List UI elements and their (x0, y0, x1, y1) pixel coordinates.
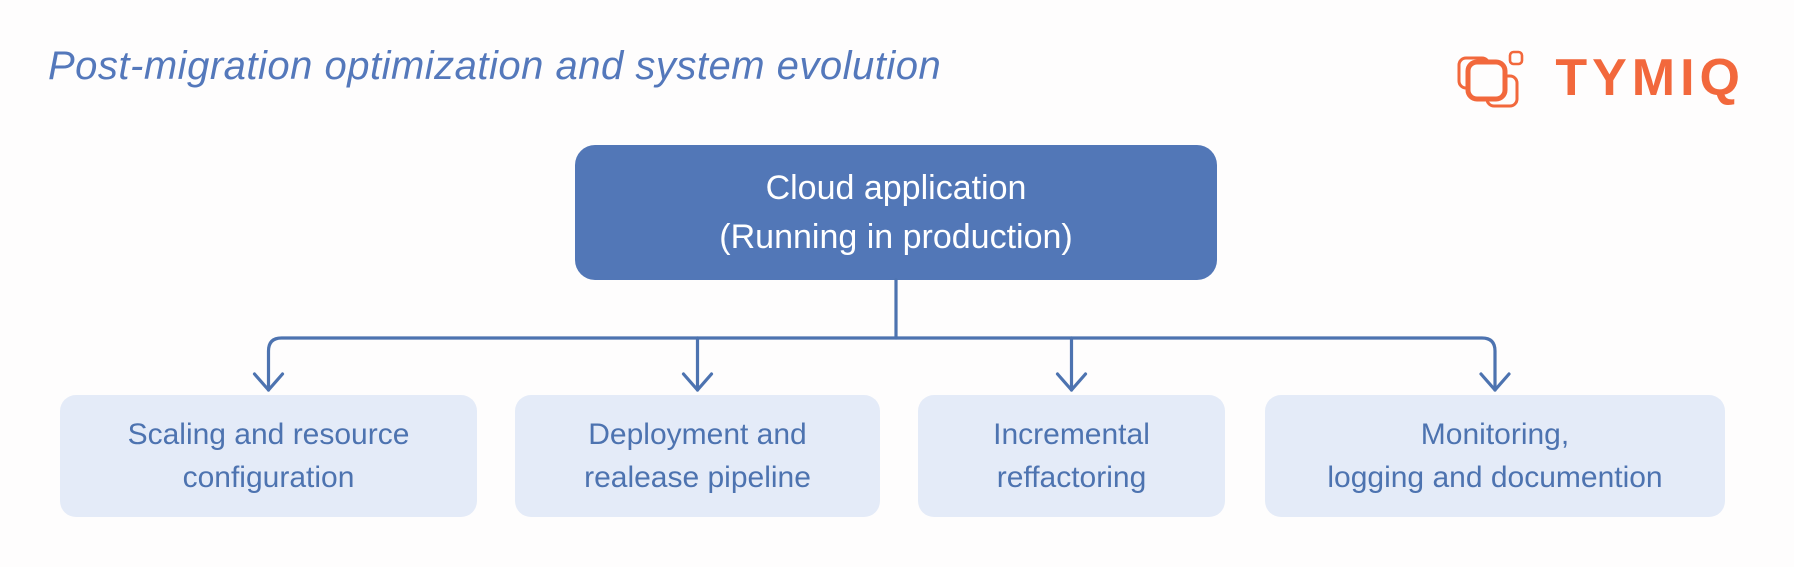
logo-front-square-icon (1465, 59, 1508, 102)
child-node-line2: configuration (182, 461, 355, 494)
child-node-line2: logging and documention (1327, 461, 1663, 494)
child-node-line1: Deployment and (588, 418, 807, 451)
logo-small-square-icon (1509, 50, 1524, 66)
child-node-scaling: Scaling and resource configuration (60, 395, 477, 517)
child-node-line1: Monitoring, (1420, 418, 1570, 451)
arrowhead-icon (1055, 372, 1088, 392)
page-title: Post-migration optimization and system e… (48, 44, 942, 88)
root-node: Cloud application (Running in production… (575, 145, 1217, 280)
tymiq-logo-text: TYMIQ (1555, 49, 1745, 107)
child-node-deployment: Deployment and realease pipeline (515, 395, 880, 517)
root-node-line2: (Running in production) (719, 217, 1073, 256)
child-node-line2: realease pipeline (584, 461, 811, 494)
tymiq-logo-icon (1457, 50, 1524, 108)
connector-rail-line (266, 336, 1497, 392)
arrowhead-icon (1479, 372, 1511, 392)
root-node-line1: Cloud application (765, 168, 1027, 207)
brand-logo: TYMIQ (1455, 46, 1745, 110)
arrowhead-icon (252, 372, 285, 392)
child-node-refactoring: Incremental reffactoring (918, 395, 1225, 517)
child-node-line1: Scaling and resource (127, 418, 410, 451)
child-node-line1: Incremental (993, 418, 1150, 451)
child-node-monitoring: Monitoring, logging and documention (1265, 395, 1725, 517)
child-node-line2: reffactoring (996, 461, 1147, 494)
arrowhead-icon (681, 372, 714, 392)
